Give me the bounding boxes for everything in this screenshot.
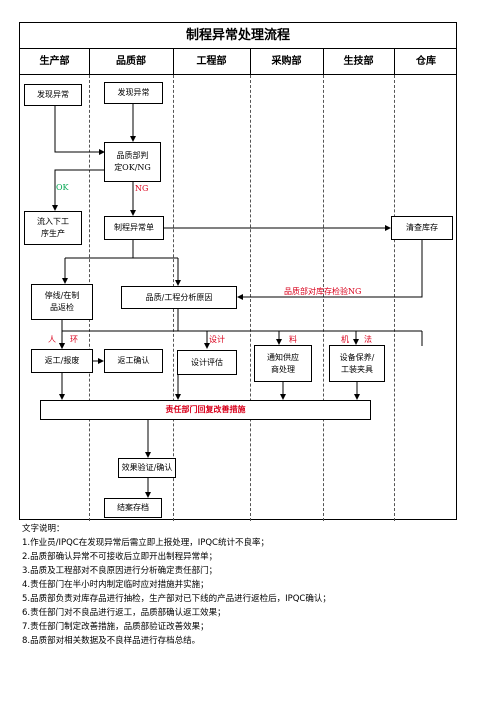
node-quality-found: 发现异常 [104, 82, 163, 104]
node-production-found: 发现异常 [24, 84, 82, 106]
department-header-row: 生产部 品质部 工程部 采购部 生技部 仓库 [20, 49, 456, 75]
label-design: 设计 [209, 335, 225, 344]
note-line: 8.品质部对相关数据及不良样品进行存档总结。 [22, 636, 201, 646]
dept-technical: 生技部 [343, 56, 374, 67]
node-exception-form: 制程异常单 [104, 216, 164, 240]
note-line: 2.品质部确认异常不可接收后立即开出制程异常单； [22, 552, 218, 562]
node-rework-confirm: 返工确认 [104, 349, 163, 373]
note-line: 1.作业员/IPQC在发现异常后需立即上报处理，IPQC统计不良率； [22, 538, 269, 548]
note-line: 6.责任部门对不良品进行返工，品质部确认返工效果； [22, 608, 226, 618]
arrow-ok [52, 169, 104, 211]
node-responsible-reply: 责任部门回复改善措施 [40, 400, 371, 420]
label-machine: 机 [341, 335, 349, 344]
node-archive: 结案存档 [104, 498, 162, 518]
node-rework: 返工/报废 [31, 349, 93, 373]
dept-quality: 品质部 [116, 56, 146, 67]
node-design-eval: 设计评估 [177, 350, 237, 375]
header-divider [89, 49, 90, 75]
lane-divider [323, 75, 324, 521]
node-quality-judge: 品质部判 定OK/NG [104, 142, 161, 182]
label-method: 法 [364, 335, 372, 344]
header-divider [323, 49, 324, 75]
note-line: 7.责任部门制定改善措施，品质部验证改善效果； [22, 622, 209, 632]
notes-title: 文字说明： [22, 524, 65, 534]
node-notify-supplier: 通知供应 商处理 [254, 345, 312, 382]
notes-section: 文字说明： 1.作业员/IPQC在发现异常后需立即上报处理，IPQC统计不良率；… [22, 522, 482, 648]
label-material: 料 [289, 335, 297, 344]
lane-divider [250, 75, 251, 521]
dept-engineering: 工程部 [196, 56, 227, 67]
node-equipment-maintain: 设备保养/ 工装夹具 [329, 345, 385, 382]
flowchart-frame: 制程异常处理流程 生产部 品质部 工程部 采购部 生技部 仓库 [19, 22, 457, 521]
note-line: 4.责任部门在半小时内制定临时应对措施并实施； [22, 580, 209, 590]
note-line: 5.品质部负责对库存品进行抽检，生产部对已下线的产品进行返检后，IPQC确认； [22, 594, 331, 604]
header-divider [250, 49, 251, 75]
node-stop-line: 停线/在制 品返检 [31, 284, 93, 320]
header-divider [173, 49, 174, 75]
node-flow-next: 流入下工 序生产 [24, 211, 82, 245]
header-divider [394, 49, 395, 75]
label-environment: 环 [70, 335, 78, 344]
node-effect-verify: 效果验证/确认 [118, 458, 176, 478]
node-analysis: 品质/工程分析原因 [121, 286, 237, 309]
arrow-prod-to-judge [54, 106, 105, 155]
node-check-stock: 清查库存 [391, 216, 453, 240]
label-ok: OK [56, 183, 69, 192]
dept-purchasing: 采购部 [271, 56, 302, 67]
label-ng: NG [135, 184, 149, 193]
label-man: 人 [48, 335, 56, 344]
label-stock-ng: 品质部对库存检验NG [284, 287, 362, 296]
dept-warehouse: 仓库 [416, 56, 436, 67]
dept-production: 生产部 [39, 56, 70, 67]
page-title: 制程异常处理流程 [20, 23, 456, 49]
note-line: 3.品质及工程部对不良原因进行分析确定责任部门； [22, 566, 218, 576]
lane-divider [394, 75, 395, 521]
arrow-stock-ng [237, 240, 423, 300]
